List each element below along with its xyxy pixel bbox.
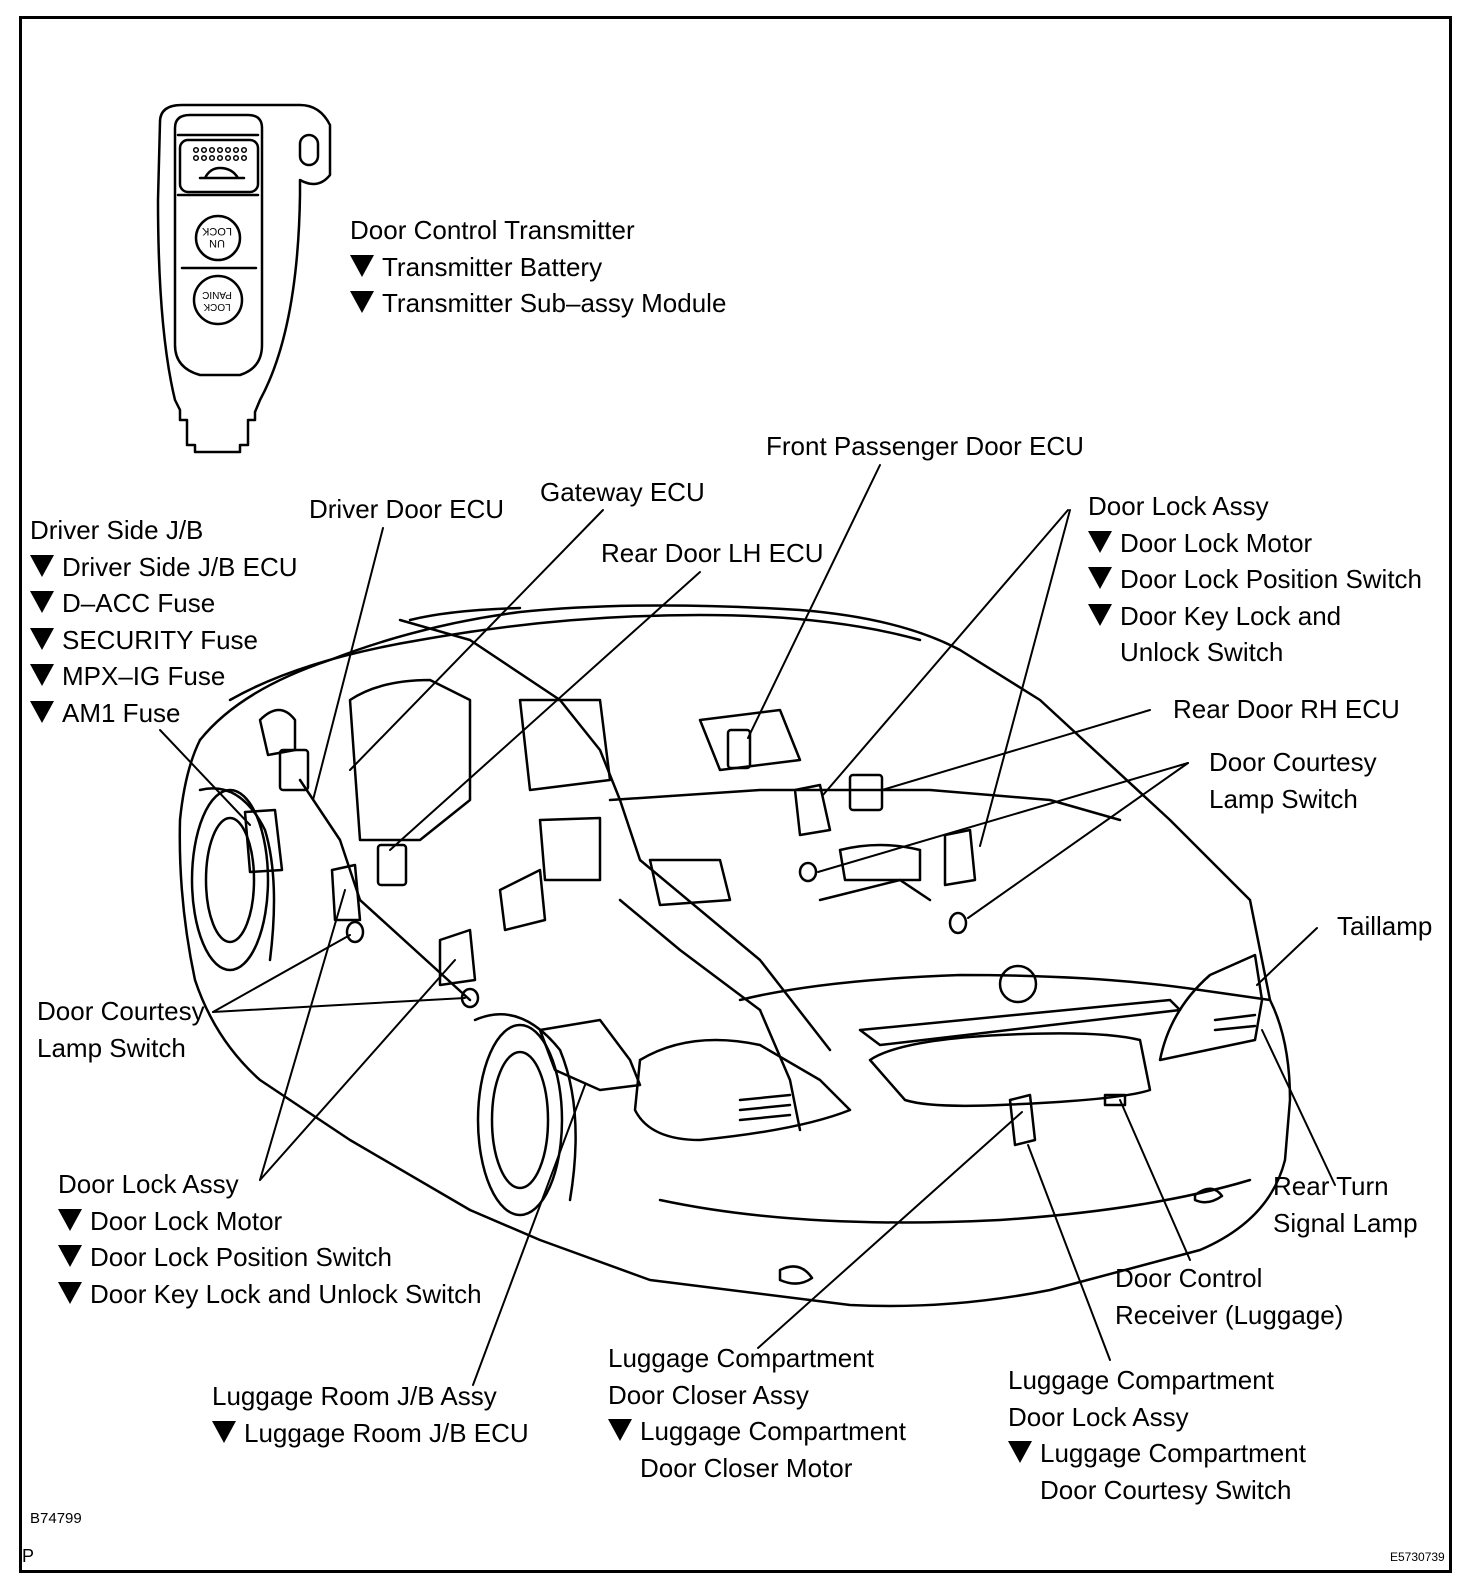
label-driver-door-ecu: Driver Door ECU	[309, 494, 505, 524]
diagram-frame	[19, 16, 1452, 1573]
bullet-triangle-icon	[30, 664, 54, 686]
jb-item-ecu: Driver Side J/B ECU	[62, 551, 298, 582]
bullet-triangle-icon	[30, 700, 54, 723]
door-lock-right-motor: Door Lock Motor	[1120, 527, 1313, 558]
door-lock-right-keyswitch: Door Key Lock and	[1120, 600, 1342, 631]
door-lock-left-motor: Door Lock Motor	[90, 1205, 283, 1236]
jb-item-dacc-fuse: D–ACC Fuse	[62, 588, 216, 618]
component-shapes	[243, 728, 1127, 1147]
figure-code: B74799	[30, 1510, 82, 1527]
label-door-control-transmitter: Door Control Transmitter Transmitter Bat…	[350, 212, 726, 322]
label-rear-door-rh-ecu: Rear Door RH ECU	[1173, 694, 1400, 724]
bullet-triangle-icon	[1008, 1441, 1032, 1463]
transmitter-item-battery: Transmitter Battery	[382, 251, 603, 282]
label-front-passenger-door-ecu: Front Passenger Door ECU	[766, 431, 1084, 461]
bullet-triangle-icon	[212, 1420, 236, 1443]
luggage-lock-item-cont: Door Courtesy Switch	[1040, 1474, 1292, 1505]
bullet-triangle-icon	[30, 591, 54, 613]
receiver-line1: Door Control	[1115, 1263, 1263, 1293]
door-lock-left-title: Door Lock Assy	[58, 1169, 239, 1199]
leader-lines	[159, 464, 1336, 1386]
jb-item-mpxig-fuse: MPX–IG Fuse	[62, 661, 226, 691]
door-courtesy-right-line2: Lamp Switch	[1209, 783, 1358, 814]
label-door-lock-assy-left: Door Lock Assy Door Lock Motor Door Lock…	[58, 1166, 482, 1312]
luggage-lock-line1: Luggage Compartment	[1008, 1365, 1274, 1395]
luggage-closer-item: Luggage Compartment	[640, 1416, 906, 1446]
label-rear-turn-signal: Rear Turn Signal Lamp	[1273, 1168, 1418, 1241]
luggage-lock-item: Luggage Compartment	[1040, 1438, 1306, 1468]
bullet-triangle-icon	[30, 627, 54, 650]
label-taillamp: Taillamp	[1337, 911, 1433, 941]
label-door-courtesy-left: Door Courtesy Lamp Switch	[37, 993, 205, 1066]
bullet-triangle-icon	[350, 254, 374, 277]
jb-item-am1-fuse: AM1 Fuse	[62, 697, 181, 728]
rear-turn-line2: Signal Lamp	[1273, 1207, 1418, 1238]
door-lock-left-position: Door Lock Position Switch	[90, 1242, 393, 1272]
bullet-triangle-icon	[58, 1245, 82, 1267]
label-luggage-lock: Luggage Compartment Door Lock Assy Lugga…	[1008, 1362, 1306, 1508]
corner-mark: P	[22, 1546, 35, 1566]
label-driver-side-jb: Driver Side J/B Driver Side J/B ECU D–AC…	[30, 512, 298, 731]
key-fob-illustration	[156, 103, 332, 454]
bullet-triangle-icon	[30, 554, 54, 577]
label-door-lock-assy-right: Door Lock Assy Door Lock Motor Door Lock…	[1088, 488, 1422, 671]
luggage-jb-item: Luggage Room J/B ECU	[244, 1417, 529, 1448]
driver-side-jb-title: Driver Side J/B	[30, 515, 204, 545]
luggage-jb-title: Luggage Room J/B Assy	[212, 1381, 497, 1411]
reference-code: E5730739	[1390, 1550, 1445, 1564]
door-lock-right-position: Door Lock Position Switch	[1120, 564, 1423, 594]
door-courtesy-left-line2: Lamp Switch	[37, 1032, 186, 1063]
luggage-closer-line1: Luggage Compartment	[608, 1343, 874, 1373]
door-courtesy-left-line1: Door Courtesy	[37, 996, 205, 1026]
label-door-control-receiver: Door Control Receiver (Luggage)	[1115, 1260, 1343, 1333]
bullet-triangle-icon	[1088, 530, 1112, 553]
bullet-triangle-icon	[1088, 603, 1112, 626]
bullet-triangle-icon	[1088, 567, 1112, 589]
panic-button-label: LOCK PANIC	[202, 289, 232, 312]
label-rear-door-lh-ecu: Rear Door LH ECU	[601, 538, 824, 568]
jb-item-security-fuse: SECURITY Fuse	[62, 624, 259, 655]
label-door-courtesy-right: Door Courtesy Lamp Switch	[1209, 744, 1377, 817]
bullet-triangle-icon	[58, 1281, 82, 1304]
door-courtesy-right-line1: Door Courtesy	[1209, 747, 1377, 777]
luggage-closer-item-cont: Door Closer Motor	[640, 1452, 853, 1483]
label-luggage-closer: Luggage Compartment Door Closer Assy Lug…	[608, 1340, 906, 1486]
transmitter-title: Door Control Transmitter	[350, 215, 635, 245]
receiver-line2: Receiver (Luggage)	[1115, 1299, 1344, 1330]
door-lock-right-title: Door Lock Assy	[1088, 491, 1269, 521]
bullet-triangle-icon	[58, 1208, 82, 1231]
unlock-button-label: UN LOCK	[202, 225, 232, 249]
luggage-closer-line2: Door Closer Assy	[608, 1379, 809, 1410]
vehicle-body-outline	[178, 604, 1292, 1308]
rear-turn-line1: Rear Turn	[1273, 1171, 1389, 1201]
transmitter-item-module: Transmitter Sub–assy Module	[382, 288, 727, 318]
bullet-triangle-icon	[608, 1419, 632, 1441]
door-lock-left-keyswitch: Door Key Lock and Unlock Switch	[90, 1278, 482, 1309]
label-gateway-ecu: Gateway ECU	[540, 477, 705, 507]
label-luggage-room-jb: Luggage Room J/B Assy Luggage Room J/B E…	[212, 1378, 529, 1451]
door-lock-right-keyswitch-cont: Unlock Switch	[1120, 637, 1284, 667]
bullet-triangle-icon	[350, 291, 374, 313]
luggage-lock-line2: Door Lock Assy	[1008, 1401, 1189, 1432]
